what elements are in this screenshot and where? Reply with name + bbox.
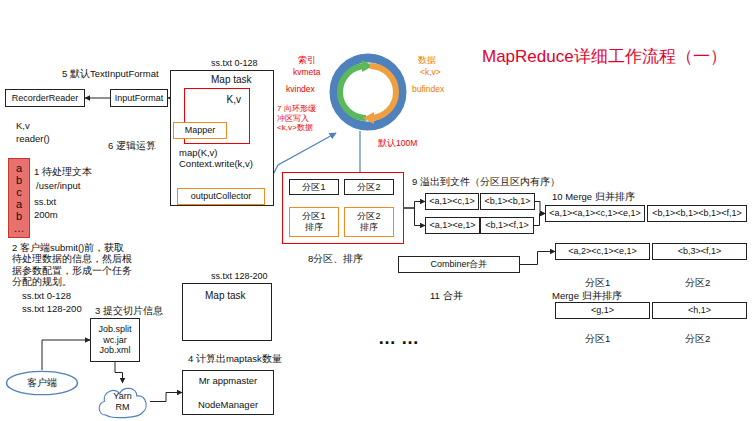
spill-cell: <a,1><e,1> <box>425 217 480 234</box>
spill-cell: <b,1><b,1> <box>480 193 535 210</box>
client-ellipse: 客户端 <box>5 370 79 396</box>
annotation-label: 4 计算出maptask数量 <box>188 353 282 364</box>
node-text: Map task <box>211 74 252 86</box>
annotation-label: kvindex <box>286 84 315 94</box>
annotation-label: 分区1 <box>585 277 610 288</box>
maptask-box: ss.txt 128-200Map task <box>182 283 272 341</box>
node-text: map(K,v) Context.write(k,v) <box>179 147 269 170</box>
node-text: 客户端 <box>27 377 57 389</box>
diagram-title: MapReduce详细工作流程（一） <box>482 47 727 67</box>
annotation-label: 3 提交切片信息 <box>95 305 163 316</box>
node-text: <h,1> <box>688 305 711 316</box>
yarn-cloud: Yarn RM <box>95 383 150 420</box>
flow-arrow <box>150 393 182 402</box>
node-text: ss.txt 0-128 <box>211 58 258 69</box>
mapper-box: Mapper <box>173 122 227 139</box>
job-files-box: Job.split wc.jar Job.xml <box>90 318 140 362</box>
sorted-partition-box: 分区2 排序 <box>344 207 394 237</box>
annotation-label: 5 默认TextInputFormat <box>62 68 159 79</box>
node-text: InputFormat <box>115 93 164 104</box>
annotation-label: 6 逻辑运算 <box>108 140 156 151</box>
flow-arrow <box>115 362 123 383</box>
node-text: <a,1><e,1> <box>429 220 475 231</box>
annotation-label: 200m <box>34 209 58 220</box>
annotation-label: bufindex <box>412 84 444 94</box>
node-text: RecorderReader <box>12 93 79 104</box>
merge-cell: <a,1><a,1><c,1><e,1> <box>545 205 645 222</box>
sorted-partition-box: 分区1 排序 <box>289 207 339 237</box>
annotation-label: <k,v> <box>420 67 441 77</box>
annotation-label: … … <box>378 328 419 350</box>
node-text: Map task <box>205 290 246 302</box>
node-text: Combiner合并 <box>430 259 487 270</box>
combiner-box: Combiner合并 <box>398 256 520 273</box>
node-text: 分区1 <box>302 182 325 193</box>
flow-arrow <box>534 214 545 226</box>
node-text: 分区2 <box>357 182 380 193</box>
annotation-label: 数据 <box>418 55 436 65</box>
input-format-box: InputFormat <box>110 89 168 107</box>
annotation-label: 分区2 <box>685 333 710 344</box>
flow-arrow <box>404 202 425 209</box>
combine-cell: <b,3><f,1> <box>652 243 747 260</box>
combine-cell: <a,2><c,1><e,1> <box>555 243 650 260</box>
annotation-label: 1 待处理文本 <box>34 166 92 177</box>
flow-arrow <box>404 208 425 226</box>
node-text: <a,1><c,1> <box>429 196 475 207</box>
annotation-label: K,v <box>16 120 30 131</box>
merge-cell: <g,1> <box>555 302 650 319</box>
input-file-column: a b c a b … <box>8 158 30 238</box>
annotation-label: ss.txt <box>34 196 56 207</box>
node-text: outputCollector <box>191 191 252 202</box>
node-text: 分区1 排序 <box>298 211 330 233</box>
node-text: <a,2><c,1><e,1> <box>568 246 637 257</box>
node-text: <b,3><f,1> <box>678 246 722 257</box>
annotation-label: 9 溢出到文件（分区且区内有序） <box>412 176 560 187</box>
appmaster-box: Mr appmasterNodeManager <box>182 370 274 415</box>
annotation-label: 10 Merge 归并排序 <box>552 191 635 202</box>
annotation-label: reader() <box>16 133 50 144</box>
node-text: <b,1><b,1><b,1><f,1> <box>652 208 742 219</box>
node-text: a b c a b … <box>14 162 25 235</box>
node-text: 8分区、排序 <box>308 253 363 264</box>
annotation-label: 索引 <box>298 55 316 65</box>
annotation-label: ss.txt 128-200 <box>22 303 82 314</box>
flow-arrow <box>42 340 90 370</box>
merge-cell: <b,1><b,1><b,1><f,1> <box>647 205 747 222</box>
node-text: <a,1><a,1><c,1><e,1> <box>549 208 641 219</box>
annotation-label: 2 客户端submit()前，获取待处理数据的信息，然后根据参数配置，形成一个任… <box>12 242 132 288</box>
flow-arrow <box>535 202 545 214</box>
annotation-label: 分区2 <box>685 277 710 288</box>
annotation-label: /user/input <box>36 180 80 191</box>
node-text: <g,1> <box>591 305 614 316</box>
node-text: 分区2 排序 <box>353 211 385 233</box>
spill-cell: <b,1><f,1> <box>480 217 534 234</box>
annotation-label: ss.txt 0-128 <box>22 290 71 301</box>
node-text: Job.split wc.jar Job.xml <box>93 324 137 356</box>
node-text: <b,1><b,1> <box>484 196 530 207</box>
node-text: NodeManager <box>198 399 258 410</box>
partition-box: 分区2 <box>344 179 394 195</box>
flow-arrow <box>85 98 110 99</box>
annotation-label: Merge 归并排序 <box>552 290 622 301</box>
node-text: Mapper <box>185 125 216 136</box>
annotation-label: 11 合并 <box>430 290 463 301</box>
node-text: Yarn RM <box>108 391 138 413</box>
merge-cell: <h,1> <box>652 302 747 319</box>
reader-box: RecorderReader <box>5 89 85 107</box>
annotation-label: 分区1 <box>585 333 610 344</box>
flow-arrow <box>520 252 555 265</box>
node-text: ss.txt 128-200 <box>211 271 268 282</box>
partition-box: 分区1 <box>289 179 339 195</box>
annotation-label: 7 向环形缓冲区写入<k,v>数据 <box>277 104 323 133</box>
partition-group: 8分区、排序分区1分区2分区1 排序分区2 排序 <box>282 172 404 244</box>
collector-box: outputCollector <box>177 188 265 205</box>
node-text: <b,1><f,1> <box>485 220 529 231</box>
spill-cell: <a,1><c,1> <box>425 193 479 210</box>
annotation-label: 默认100M <box>378 138 417 148</box>
node-text: Mr appmaster <box>199 375 258 386</box>
maptask-box: ss.txt 0-128Map taskmap(K,v) Context.wri… <box>170 70 274 206</box>
node-text: K,v <box>227 94 241 106</box>
annotation-label: kvmeta <box>293 67 320 77</box>
